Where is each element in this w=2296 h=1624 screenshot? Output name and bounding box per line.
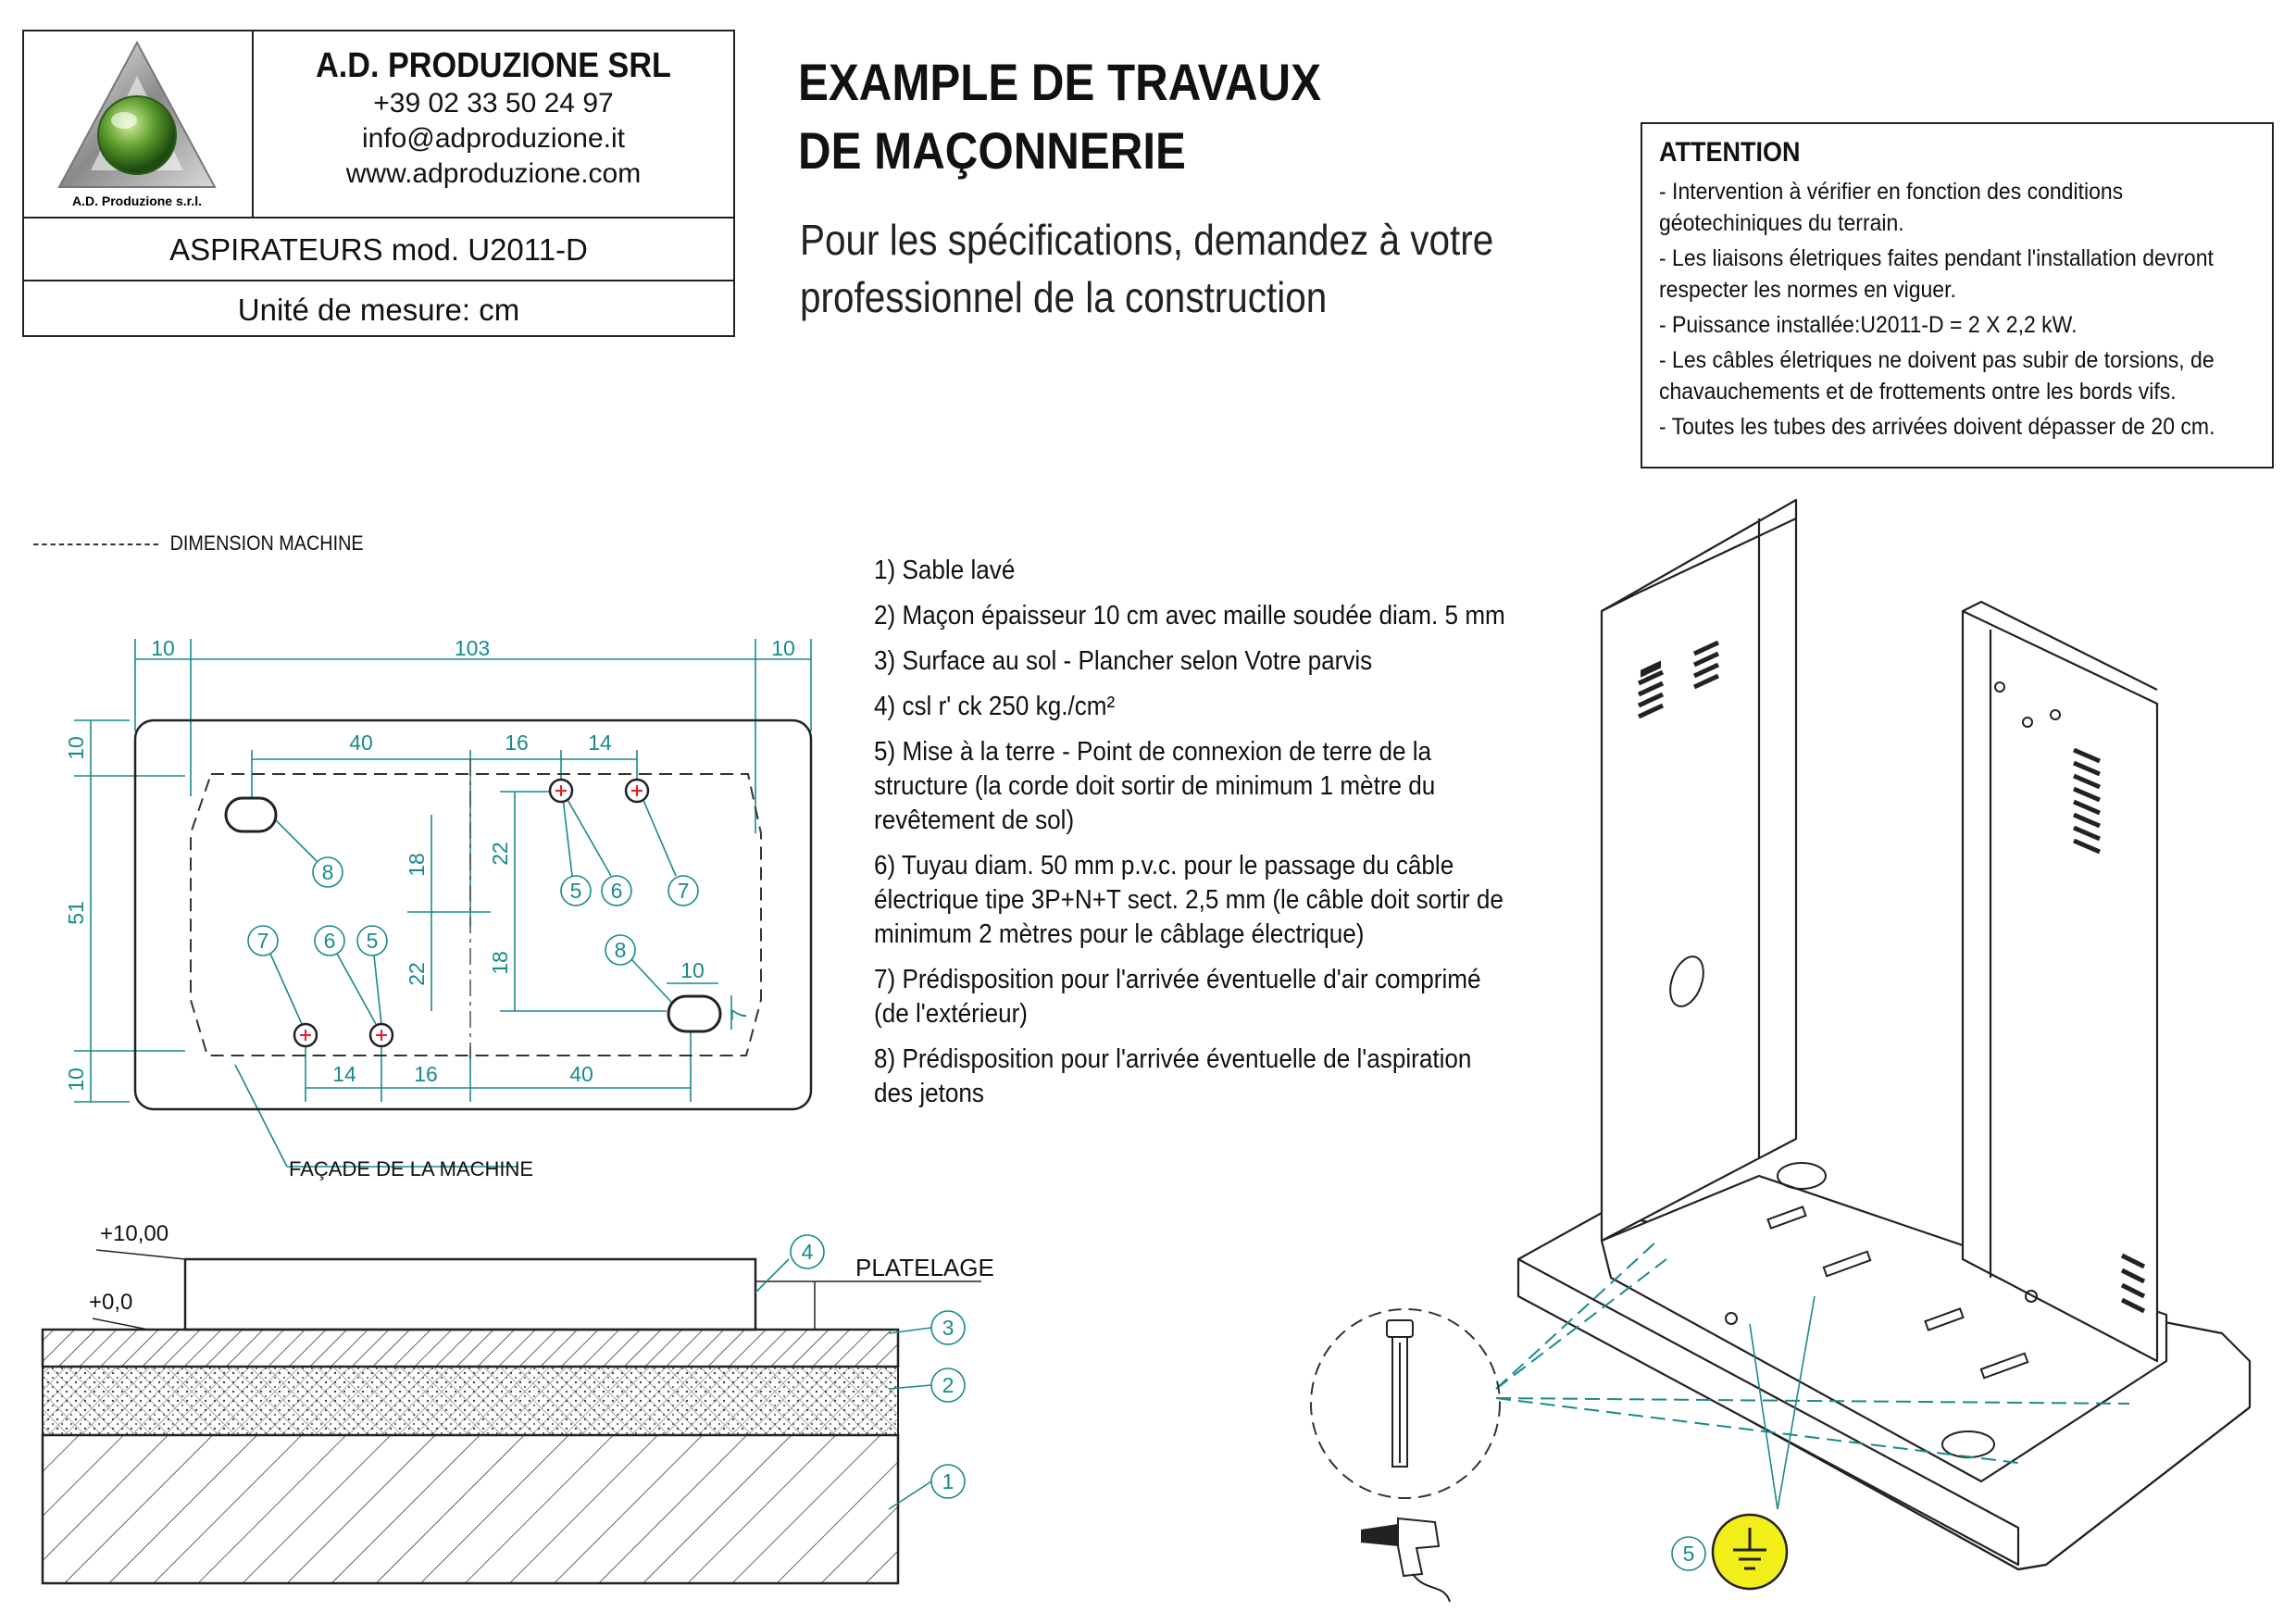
company-website[interactable]: www.adproduzione.com <box>345 158 642 189</box>
company-phone: +39 02 33 50 24 97 <box>373 88 614 119</box>
drill-icon <box>1361 1517 1451 1603</box>
dim-label: 40 <box>349 731 373 755</box>
dim-label: 18 <box>405 853 429 877</box>
legend-item: 5) Mise à la terre - Point de connexion … <box>874 737 1436 835</box>
facade-label: FAÇADE DE LA MACHINE <box>289 1157 533 1181</box>
attention-box: ATTENTION - Intervention à vérifier en f… <box>1641 122 2274 468</box>
dim-label: 103 <box>455 636 490 660</box>
callout-number: 6 <box>324 929 336 953</box>
isometric-view: 5 <box>1310 498 2252 1603</box>
level-zero: +0,0 <box>89 1290 132 1315</box>
attention-title: ATTENTION <box>1659 137 1801 168</box>
logo-text: A.D. Produzione s.r.l. <box>72 194 202 208</box>
dim-label: 14 <box>332 1062 356 1086</box>
callout-number: 2 <box>942 1373 955 1397</box>
company-name: A.D. PRODUZIONE SRL <box>316 46 671 85</box>
dim-label: 16 <box>505 731 529 755</box>
callout-number: 5 <box>570 879 582 903</box>
concrete-block <box>183 1257 757 1331</box>
legend-list: 1) Sable lavé 2) Maçon épaisseur 10 cm a… <box>874 554 1541 1122</box>
legend-item: 4) csl r' ck 250 kg./cm² <box>874 692 1116 721</box>
callout-number: 1 <box>942 1469 955 1493</box>
layer-floor <box>41 1328 900 1368</box>
callout-number: 4 <box>802 1240 814 1264</box>
plan-view: 10 103 10 40 16 14 10 14 16 40 10 51 10 … <box>64 636 813 1181</box>
dim-label: 10 <box>771 636 795 660</box>
logo-cell: A.D. Produzione s.r.l. <box>24 31 254 217</box>
dimension-legend-label: DIMENSION MACHINE <box>169 531 364 555</box>
callout-number: 7 <box>257 929 269 953</box>
dimension-legend: DIMENSION MACHINE <box>33 531 364 556</box>
callout-number: 5 <box>367 929 379 953</box>
dim-label: 10 <box>64 1068 88 1092</box>
dim-label: 10 <box>64 736 88 760</box>
callout-number: 8 <box>322 860 334 884</box>
company-cell: A.D. PRODUZIONE SRL +39 02 33 50 24 97 i… <box>254 31 733 217</box>
callout-number: 8 <box>615 938 627 962</box>
legend-item: 1) Sable lavé <box>874 556 1016 585</box>
dim-label: 22 <box>488 842 512 866</box>
dim-label: 14 <box>588 731 612 755</box>
slot-hole <box>224 796 278 833</box>
model-row: ASPIRATEURS mod. U2011-D <box>24 217 733 281</box>
callout-number: 5 <box>1683 1542 1695 1566</box>
attention-item: - Puissance installée:U2011-D = 2 X 2,2 … <box>1659 312 2078 338</box>
layer-sand <box>41 1433 900 1585</box>
left-panel <box>1600 498 1798 1243</box>
attention-item: - Les liaisons életriques faites pendant… <box>1659 245 2214 303</box>
callout-number: 6 <box>611 879 623 903</box>
attention-item: - Les câbles életriques ne doivent pas s… <box>1659 347 2215 405</box>
machine-plate <box>1600 1174 2168 1483</box>
page-subtitle: Pour les spécifications, demandez à votr… <box>800 216 1494 321</box>
dim-label: 10 <box>151 636 175 660</box>
red-holes <box>293 778 650 1048</box>
dim-label: 10 <box>680 958 705 982</box>
slot-hole <box>667 994 722 1033</box>
platelage-label: PLATELAGE <box>855 1254 994 1281</box>
attention-item: - Toutes les tubes des arrivées doivent … <box>1659 414 2215 440</box>
page-title: EXAMPLE DE TRAVAUX DE MAÇONNERIE <box>798 48 1321 185</box>
earth-icon <box>1733 1528 1766 1570</box>
dim-label: 16 <box>414 1062 438 1086</box>
dim-label: 18 <box>488 951 512 975</box>
base-outline <box>133 718 813 1111</box>
dim-label: 7 <box>727 1009 751 1021</box>
ground-symbol <box>1711 1513 1789 1591</box>
level-top: +10,00 <box>100 1221 168 1246</box>
vent-slots <box>1637 640 2146 1314</box>
unit-row: Unité de mesure: cm <box>24 280 733 339</box>
right-panel <box>1961 609 2159 1363</box>
callout-number: 3 <box>942 1316 955 1340</box>
dim-label: 22 <box>405 962 429 986</box>
legend-item: 8) Prédisposition pour l'arrivée éventue… <box>874 1044 1472 1108</box>
attention-item: - Intervention à vérifier en fonction de… <box>1659 179 2124 236</box>
legend-item: 6) Tuyau diam. 50 mm p.v.c. pour le pass… <box>874 851 1504 949</box>
legend-item: 3) Surface au sol - Plancher selon Votre… <box>874 646 1373 676</box>
callout-number: 7 <box>678 879 690 903</box>
dashed-line-sample <box>33 543 158 546</box>
company-email[interactable]: info@adproduzione.it <box>362 123 625 154</box>
section-view: 4 3 2 1 +10,00 +0,0 PLATELAGE <box>41 1221 994 1585</box>
dim-label: 40 <box>569 1062 593 1086</box>
title-line-2: DE MAÇONNERIE <box>798 121 1186 180</box>
title-block: A.D. Produzione s.r.l. A.D. PRODUZIONE S… <box>22 30 735 337</box>
dim-label: 51 <box>64 901 88 925</box>
detail-circle <box>1310 1308 1501 1499</box>
legend-item: 2) Maçon épaisseur 10 cm avec maille sou… <box>874 601 1505 631</box>
title-line-1: EXAMPLE DE TRAVAUX <box>798 53 1321 111</box>
ground-bolt <box>1386 1319 1414 1468</box>
machine-footprint <box>190 773 762 1056</box>
legend-item: 7) Prédisposition pour l'arrivée éventue… <box>874 965 1481 1029</box>
company-logo: A.D. Produzione s.r.l. <box>57 40 217 208</box>
